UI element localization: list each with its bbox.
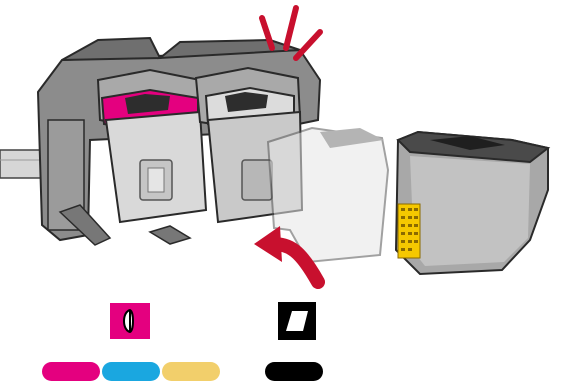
cyan-dot	[102, 362, 160, 381]
yellow-dot	[162, 362, 220, 381]
black-cartridge	[396, 132, 548, 274]
magenta-dot	[42, 362, 100, 381]
black-cartridge-icon	[278, 302, 316, 340]
tricolor-cartridge-icon	[110, 303, 150, 339]
black-dot	[265, 362, 323, 381]
tricolor-cartridge	[106, 112, 206, 222]
black-cartridge-contacts	[398, 204, 420, 258]
